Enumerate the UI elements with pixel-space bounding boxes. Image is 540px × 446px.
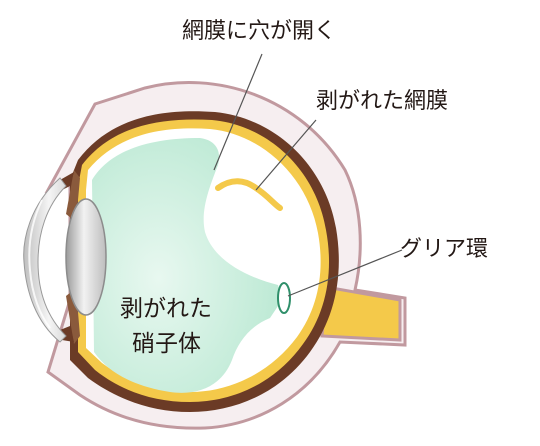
cornea [23, 177, 67, 343]
lens [65, 198, 107, 316]
label-retinal-hole: 網膜に穴が開く [182, 19, 336, 44]
leader-line-glial-ring [287, 249, 403, 297]
leader-line-retinal-hole [213, 53, 263, 171]
label-detached-vitreous-line1: 剥がれた [120, 296, 212, 322]
label-detached-retina: 剥がれた網膜 [316, 89, 448, 114]
detached-vitreous [92, 138, 282, 393]
label-detached-vitreous-line2: 硝子体 [132, 331, 201, 357]
leader-line-detached-retina [255, 119, 317, 191]
glial-ring [277, 282, 291, 314]
detached-retina-flap [215, 178, 283, 211]
label-glial-ring: グリア環 [400, 237, 488, 262]
leader-lines [213, 53, 403, 297]
